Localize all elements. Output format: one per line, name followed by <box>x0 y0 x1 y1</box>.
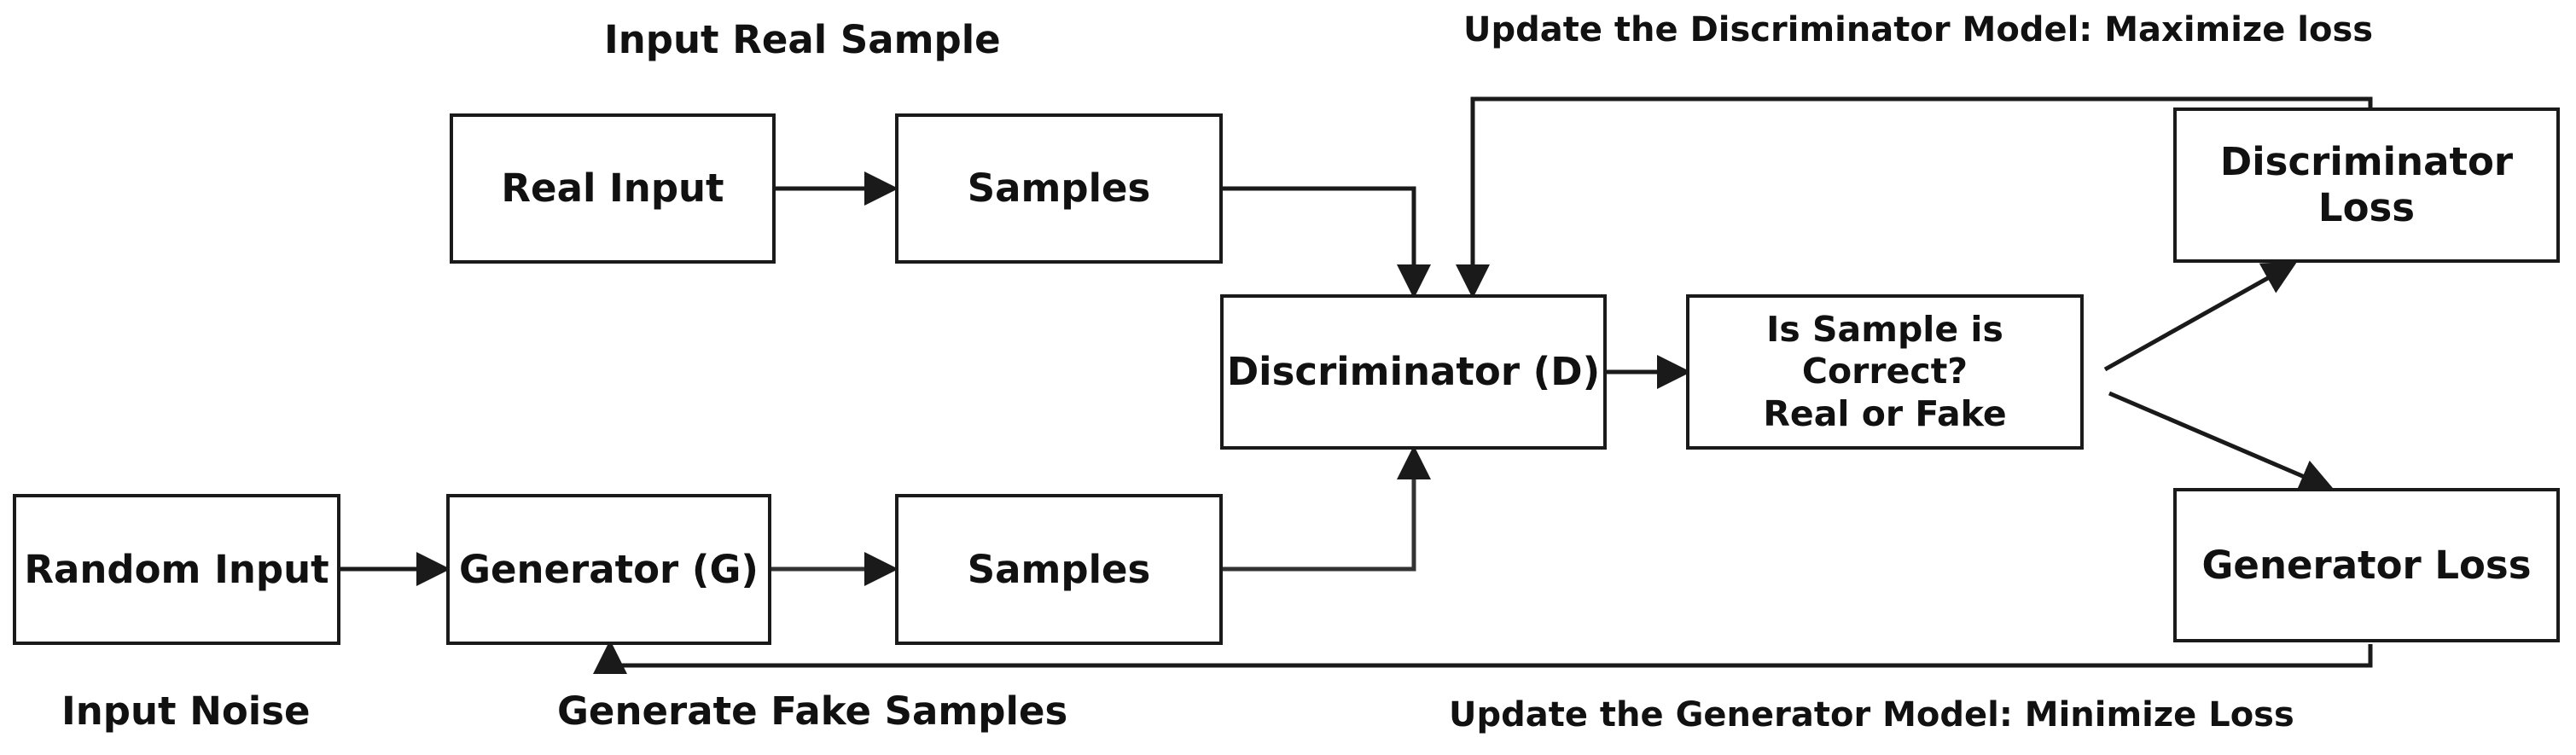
node-discriminator: Discriminator (D) <box>1220 294 1607 450</box>
arrow-decision-to-generator-loss <box>2108 391 2335 492</box>
node-random-input: Random Input <box>13 494 340 645</box>
caption-input-real-sample: Input Real Sample <box>604 17 1001 62</box>
arrow-generator-loss-feedback <box>593 640 2373 674</box>
caption-generate-fake-samples: Generate Fake Samples <box>557 688 1068 734</box>
arrow-real-samples-to-discriminator <box>1222 186 1431 299</box>
arrow-discriminator-loss-feedback <box>1456 96 2373 299</box>
caption-update-generator: Update the Generator Model: Minimize Los… <box>1449 695 2294 735</box>
node-decision: Is Sample is Correct? Real or Fake <box>1686 294 2084 450</box>
arrow-fake-samples-to-discriminator <box>1222 445 1431 572</box>
node-samples-fake: Samples <box>895 494 1223 645</box>
node-discriminator-loss: Discriminator Loss <box>2173 107 2560 263</box>
node-real-input: Real Input <box>450 113 776 264</box>
arrow-decision-to-discriminator-loss <box>2103 261 2298 372</box>
caption-input-noise: Input Noise <box>61 688 311 734</box>
node-samples-real: Samples <box>895 113 1223 264</box>
caption-update-discriminator: Update the Discriminator Model: Maximize… <box>1463 10 2374 49</box>
node-generator: Generator (G) <box>446 494 771 645</box>
decision-question: Is Sample is Correct? <box>1766 309 2003 392</box>
node-generator-loss: Generator Loss <box>2173 488 2560 642</box>
decision-options: Real or Fake <box>1763 392 2007 434</box>
